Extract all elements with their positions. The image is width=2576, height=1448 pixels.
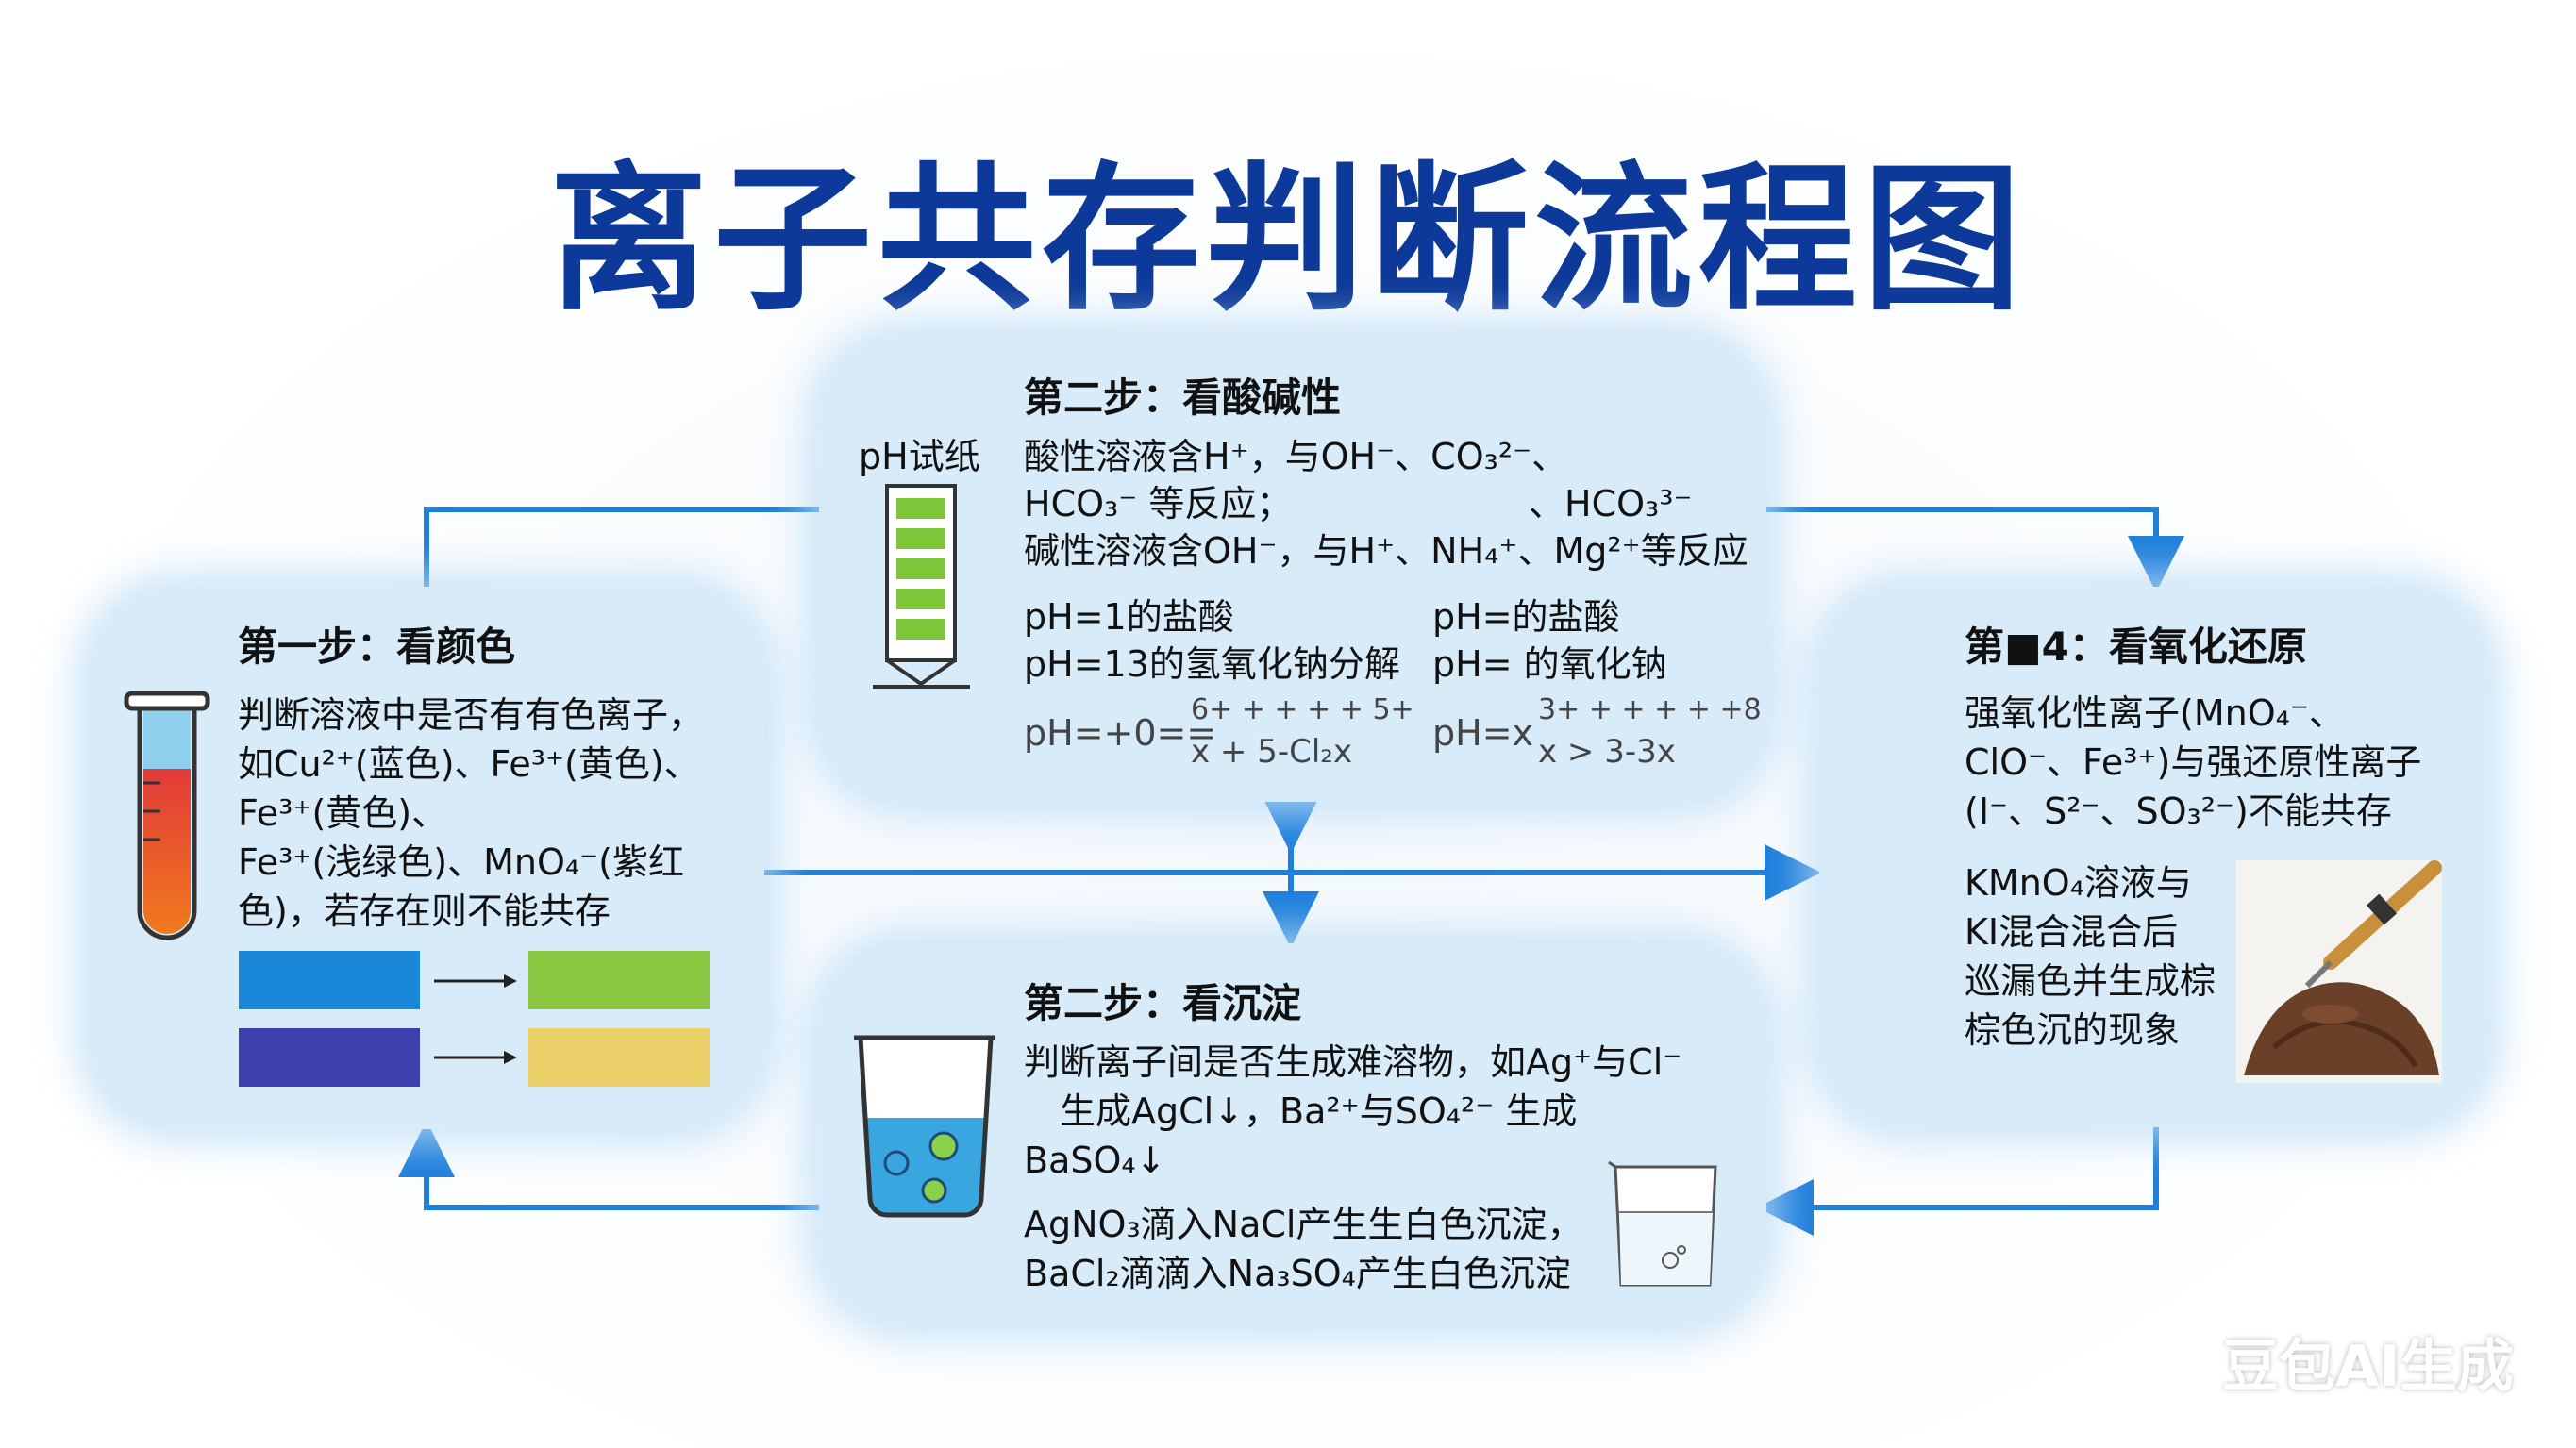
arrow-step2a-to-step4 <box>1766 507 2184 592</box>
watermark: 豆包AI生成 <box>2222 1334 2514 1400</box>
step2b-example-2: BaCl₂滴滴入Na₃SO₄产生白色沉淀 <box>1024 1253 1571 1294</box>
formula-left-prefix: pH=+0== <box>1024 712 1217 754</box>
step4-example-2: KI混合混合后 <box>1965 911 2179 953</box>
formula-right-prefix: pH=x <box>1432 712 1534 754</box>
formula-right-top: 3+ + + + + +8 <box>1538 693 1762 726</box>
step1-line-4: Fe³⁺(浅绿色)、MnO₄⁻(紫红 <box>238 841 684 883</box>
arrow-step2b-to-step1 <box>398 1121 819 1210</box>
step4-line-3: (I⁻、S²⁻、SO₃²⁻)不能共存 <box>1965 791 2392 832</box>
step1-line-5: 色)，若存在则不能共存 <box>238 890 611 932</box>
step1-line-3: Fe³⁺(黄色)、 <box>238 792 448 834</box>
step2a-example-left-1: pH=1的盐酸 <box>1024 596 1234 638</box>
step4-example-4: 棕色沉的现象 <box>1965 1009 2181 1051</box>
formula-left-bottom: x + 5-Cl₂x <box>1191 733 1353 771</box>
formula-right-bottom: x > 3-3x <box>1538 733 1676 771</box>
step2a-example-right-2: pH= 的氧化钠 <box>1432 643 1667 685</box>
step1-line-2: 如Cu²⁺(蓝色)、Fe³⁺(黄色)、 <box>238 743 700 785</box>
arrow-step4-to-step2b <box>1757 1127 2159 1236</box>
step2b-line-2: 生成AgCl↓，Ba²⁺与SO₄²⁻ 生成 <box>1024 1090 1578 1132</box>
step2a-example-left-2: pH=13的氢氧化钠分解 <box>1024 643 1400 685</box>
step4-title: 第■4：看氧化还原 <box>1965 624 2307 670</box>
connector-step2a-to-step1 <box>424 507 819 587</box>
step2b-line-1: 判断离子间是否生成难溶物，如Ag⁺与Cl⁻ <box>1024 1041 1682 1083</box>
step2a-line-1: 酸性溶液含H⁺，与OH⁻、CO₃²⁻、 <box>1024 436 1568 477</box>
step2b-title: 第二步：看沉淀 <box>1024 980 1302 1026</box>
step2a-line-3: 碱性溶液含OH⁻，与H⁺、NH₄⁺、Mg²⁺等反应 <box>1024 530 1748 572</box>
step2b-line-3: BaSO₄↓ <box>1024 1140 1166 1181</box>
step2b-example-1: AgNO₃滴入NaCl产生生白色沉淀， <box>1024 1204 1583 1245</box>
step2a-example-right-1: pH=的盐酸 <box>1432 596 1620 638</box>
step2a-title: 第二步：看酸碱性 <box>1024 374 1342 421</box>
step2a-box <box>819 335 1766 802</box>
page-title: 离子共存判断流程图 <box>549 147 2027 332</box>
step2a-right-fragment: 、HCO₃³⁻ <box>1529 483 1693 524</box>
step4-line-1: 强氧化性离子(MnO₄⁻、 <box>1965 692 2345 734</box>
step2a-line-2: HCO₃⁻ 等反应； <box>1024 483 1293 524</box>
step4-example-3: 巡漏色并生成棕 <box>1965 960 2216 1002</box>
step1-line-1: 判断溶液中是否有有色离子， <box>238 694 705 736</box>
step1-title: 第一步：看颜色 <box>238 624 516 670</box>
step4-line-2: ClO⁻、Fe³⁺)与强还原性离子 <box>1965 741 2422 783</box>
ph-paper-label: pH试纸 <box>859 436 980 477</box>
formula-left-top: 6+ + + + + 5+ <box>1191 693 1414 726</box>
step4-example-1: KMnO₄溶液与 <box>1965 862 2192 904</box>
